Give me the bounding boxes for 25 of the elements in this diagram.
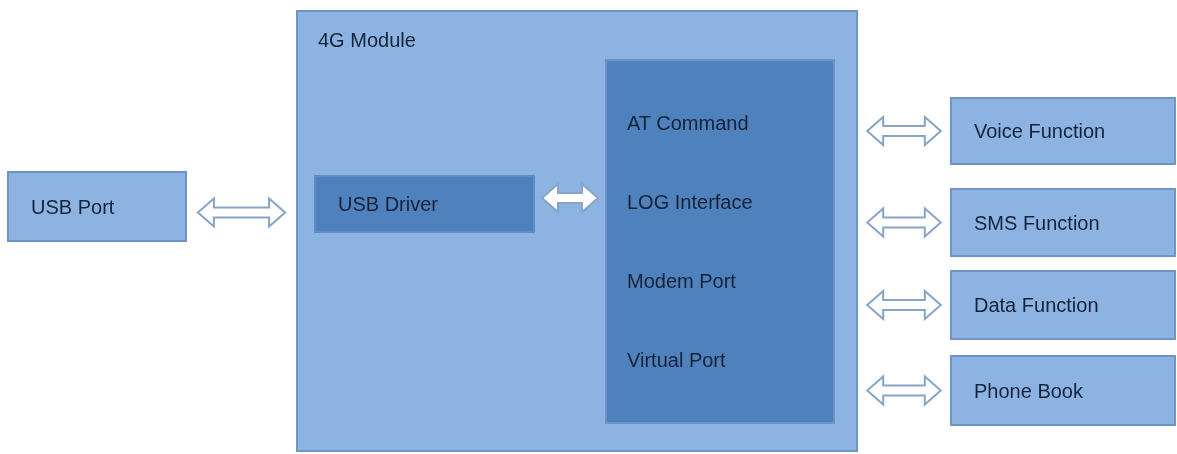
box-label: Modem Port [627,269,736,294]
function-box [950,188,1176,257]
box-label: USB Driver [338,192,438,216]
box-label: Voice Function [974,119,1106,143]
module-box [296,10,858,452]
double-arrow [865,206,943,239]
double-arrow [865,374,943,407]
double-arrow [540,181,600,215]
box-label: 4G Module [318,28,416,52]
driver-box [314,175,535,233]
box-label: Phone Book [974,378,1083,403]
box-label: Virtual Port [627,348,726,373]
box-label: USB Port [31,194,115,219]
double-arrow [865,288,943,322]
box-label: LOG Interface [627,189,753,214]
box-label: SMS Function [974,210,1100,235]
function-box [950,97,1176,165]
function-box [950,270,1176,340]
function-box [7,171,187,242]
box-label: Data Function [974,293,1099,317]
box-label: AT Command [627,110,749,135]
double-arrow [196,196,287,229]
interface-panel [605,59,835,424]
double-arrow [865,114,943,148]
function-box [950,355,1176,426]
